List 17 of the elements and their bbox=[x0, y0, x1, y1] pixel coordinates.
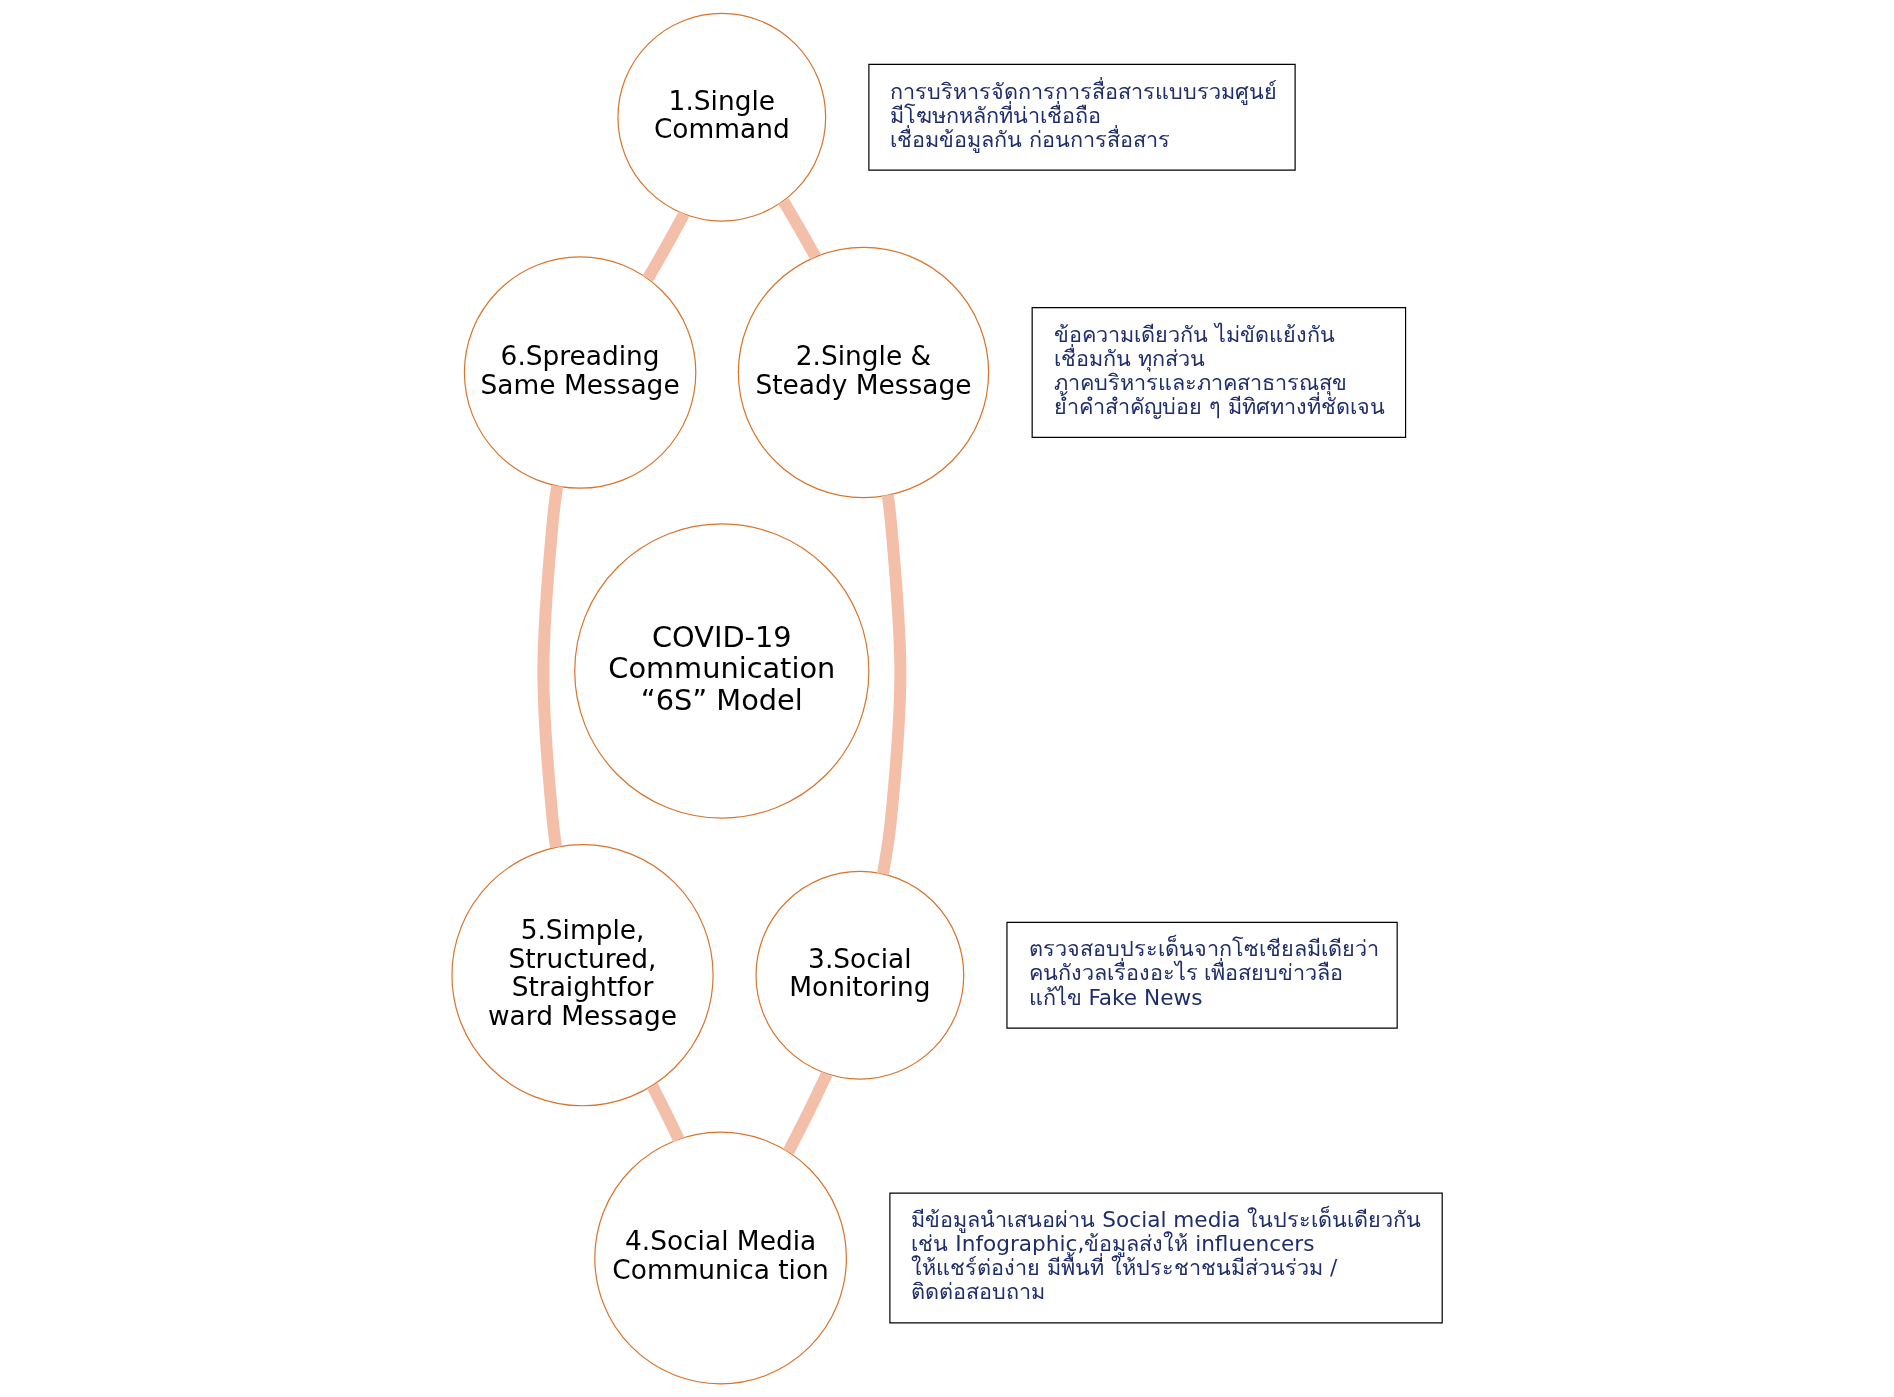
node-circle: 5.Simple, Structured, Straightfor ward Message bbox=[451, 844, 714, 1107]
node-circle: 2.Single & Steady Message bbox=[737, 246, 990, 499]
connector bbox=[778, 198, 821, 260]
node-circle: 6.Spreading Same Message bbox=[463, 256, 697, 489]
node-circle: 3.Social Monitoring bbox=[755, 870, 965, 1080]
node-box: การบริหารจัดการการสื่อสารแบบรวมศูนย์ มีโฆษกหลักที่น่าเชื่อถือ เชื่อมข้อมูลกัน ก่อนการสื่อสาร bbox=[868, 63, 1296, 171]
node-box: ตรวจสอบประเด็นจากโซเชียลมีเดียว่า คนกังวลเรื่องอะไร เพื่อสยบข่าวลือ แก้ไข Fake News bbox=[1006, 921, 1398, 1029]
node-circle: 1.Single Command bbox=[617, 12, 827, 222]
connector bbox=[783, 1071, 833, 1155]
node-circle: 4.Social Media Communica tion bbox=[594, 1131, 847, 1385]
connector bbox=[642, 211, 690, 282]
node-box: มีข้อมูลนำเสนอผ่าน Social media ในประเด็นเดียวกัน เช่น Infographic,ข้อมูลส่งให้ influencers ให้แชร์ต่อง่าย มีพื้นที่ ให้ประชาชนมีส่วนร่วม / ติดต่อสอบถาม bbox=[889, 1192, 1443, 1324]
connector bbox=[537, 484, 564, 848]
node-box: ข้อความเดียวกัน ไม่ขัดแย้งกัน เชื่อมกัน ทุกส่วน ภาคบริหารและภาคสาธารณสุข ย้ำคำสำคัญบ่อย ๆ มีทิศทางที่ชัดเจน bbox=[1031, 307, 1407, 438]
connector bbox=[647, 1083, 685, 1142]
connector bbox=[877, 494, 907, 875]
node-circle: COVID-19 Communication “6S” Model bbox=[574, 523, 870, 819]
